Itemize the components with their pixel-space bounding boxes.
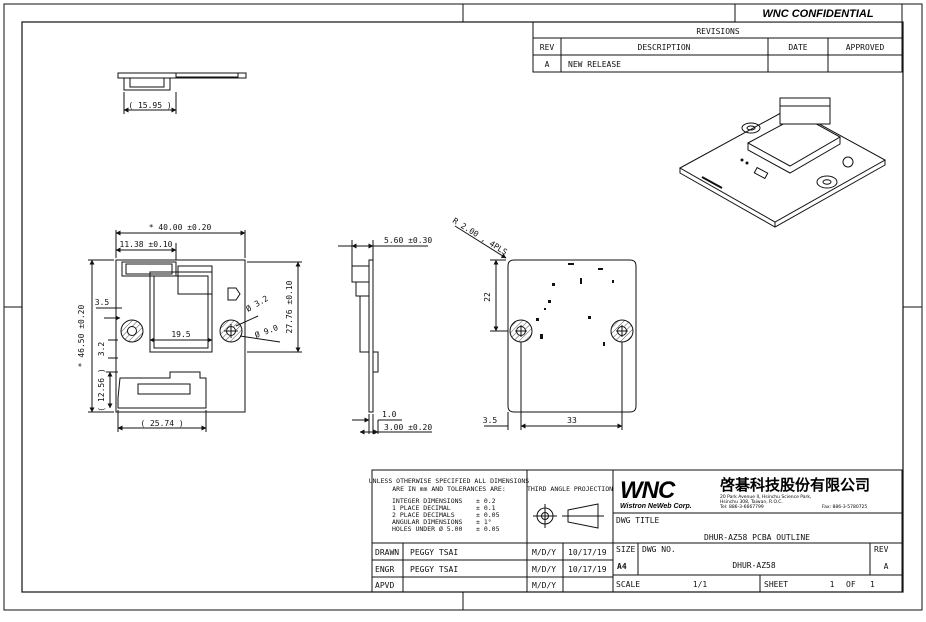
dim-back-35: 3.5: [483, 416, 498, 425]
rev-value: A: [884, 562, 889, 571]
description-col-header: DESCRIPTION: [638, 43, 691, 52]
dwg-no-value: DHUR-AZ58: [732, 561, 776, 570]
dim-height-4650: * 46.50 ±0.20: [77, 305, 86, 368]
isometric-view: [678, 97, 887, 228]
engr-name: PEGGY TSAI: [410, 565, 458, 574]
tolerance-value-2: ± 0.05: [476, 511, 500, 519]
tolerance-value-4: ± 0.05: [476, 525, 500, 533]
dim-side-300: 3.00 ±0.20: [384, 423, 432, 432]
dim-height-2776: 27.76 ±0.10: [285, 280, 294, 333]
title-block: [371, 469, 903, 593]
drawn-name: PEGGY TSAI: [410, 548, 458, 557]
projection-label: THIRD ANGLE PROJECTION: [527, 485, 613, 493]
tolerance-value-0: ± 0.2: [476, 497, 496, 505]
drawn-role: DRAWN: [375, 548, 399, 557]
tolerance-line2: ARE IN mm AND TOLERANCES ARE:: [392, 485, 506, 493]
rev-label: REV: [874, 545, 889, 554]
dim-side-10: 1.0: [382, 410, 397, 419]
tolerance-label-3: ANGULAR DIMENSIONS: [392, 518, 463, 526]
confidential-label: WNC CONFIDENTIAL: [762, 8, 873, 20]
dwg-title-value: DHUR-AZ58 PCBA OUTLINE: [704, 533, 810, 542]
engr-role: ENGR: [375, 565, 394, 574]
company-chinese-name: 啓碁科技股份有限公司: [720, 476, 870, 494]
dim-width-1138: 11.38 ±0.10: [120, 240, 173, 249]
rev-row-value: A: [545, 60, 550, 69]
apvd-fmt: M/D/Y: [532, 581, 556, 590]
dim-radius: R 2.00 , 4PLS: [451, 216, 509, 257]
tolerance-label-1: 1 PLACE DECIMAL: [392, 504, 451, 512]
dim-overall-width: * 40.00 ±0.20: [149, 223, 212, 232]
drawn-date: 10/17/19: [568, 548, 607, 557]
dim-inner-195: 19.5: [171, 330, 190, 339]
dwg-no-label: DWG NO.: [642, 545, 676, 554]
tolerance-value-3: ± 1°: [476, 518, 492, 526]
engr-fmt: M/D/Y: [532, 565, 556, 574]
dim-side-thick: 5.60 ±0.30: [384, 236, 432, 245]
rev-row-description: NEW RELEASE: [568, 60, 621, 69]
dim-back-33: 33: [567, 416, 577, 425]
dim-width-2574: ( 25.74 ): [140, 419, 183, 428]
dim-hole-32: Ø 3.2: [244, 293, 270, 314]
dim-top-width: ( 15.95 ): [128, 101, 171, 110]
tolerance-value-1: ± 0.1: [476, 504, 496, 512]
revisions-title: REVISIONS: [696, 27, 740, 36]
sheet-label: SHEET: [764, 580, 788, 589]
back-view-marks: [536, 263, 614, 346]
company-address2: Hsinchu 308, Taiwan, R.O.C.: [720, 499, 783, 505]
dim-hole-90: Ø 9.0: [253, 322, 279, 340]
dim-height-1256: ( 12.56 ): [97, 368, 106, 411]
size-label: SIZE: [616, 545, 635, 554]
wnc-logo: WNC: [620, 477, 677, 504]
date-col-header: DATE: [788, 43, 807, 52]
back-view: [454, 225, 637, 430]
tolerance-label-4: HOLES UNDER Ø 5.00: [392, 525, 463, 533]
engr-date: 10/17/19: [568, 565, 607, 574]
company-address: 20 Park Avenue II, Hsinchu Science Park,: [720, 494, 811, 500]
projection-symbol-icon: [533, 503, 604, 529]
front-view: [88, 230, 302, 432]
apvd-role: APVD: [375, 581, 394, 590]
company-tel: Tel: 886-3-6667799: [719, 504, 764, 510]
confidential-header: WNC CONFIDENTIAL: [734, 3, 903, 23]
dim-left-35: 3.5: [95, 298, 110, 307]
scale-value: 1/1: [693, 580, 708, 589]
tolerance-label-0: INTEGER DIMENSIONS: [392, 497, 463, 505]
drawn-fmt: M/D/Y: [532, 548, 556, 557]
rev-col-header: REV: [540, 43, 555, 52]
side-view: [338, 240, 432, 435]
of-label: OF: [846, 580, 856, 589]
tolerance-label-2: 2 PLACE DECIMALS: [392, 511, 455, 519]
dwg-title-label: DWG TITLE: [616, 516, 660, 525]
of-value: 1: [870, 580, 875, 589]
dim-back-22: 22: [483, 292, 492, 302]
company-subtitle: Wistron NeWeb Corp.: [620, 503, 692, 510]
dim-left-32: 3.2: [97, 342, 106, 357]
tolerance-line1: UNLESS OTHERWISE SPECIFIED ALL DIMENSION…: [369, 477, 530, 485]
top-side-view: [117, 72, 247, 114]
sheet-value: 1: [830, 580, 835, 589]
company-logo-text: WNC: [620, 477, 676, 504]
revisions-table: [532, 21, 903, 73]
company-fax: Fax: 886-3-5780725: [822, 504, 867, 510]
size-value: A4: [617, 562, 627, 571]
scale-label: SCALE: [616, 580, 640, 589]
approved-col-header: APPROVED: [846, 43, 885, 52]
sheet-border: [3, 3, 923, 611]
